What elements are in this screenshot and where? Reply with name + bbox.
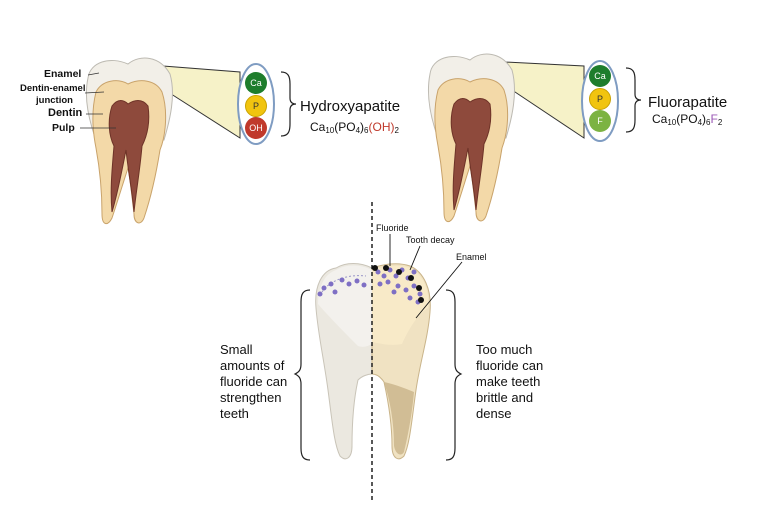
formula-sub: 2 [717,118,723,127]
label-dej-1: Dentin-enamel [20,83,86,94]
fluorapatite-title: Fluorapatite [648,94,728,111]
text-too-much: Too much fluoride can make teeth brittle… [476,342,544,421]
formula-part: (PO [334,120,356,134]
formula-part: Ca [652,112,668,126]
label-dentin: Dentin [48,107,83,119]
fluoride-dots-left [317,277,367,297]
ion-f-right: F [589,110,611,132]
text-small-amounts: Small amounts of fluoride can strengthen… [220,342,288,421]
formula-hydroxide: (OH) [368,120,395,134]
formula-sub: 10 [667,118,677,127]
ion-ca-left: Ca [245,72,267,94]
fluoride-dots-right [375,267,423,305]
hydroxyapatite-formula: Ca10(PO4)6(OH)2 [310,120,399,135]
ion-p-left: P [245,95,267,117]
ion-p-right: P [589,88,611,110]
label-enamel: Enamel [44,68,82,80]
formula-sub: 10 [325,126,335,135]
fluorapatite-formula: Ca10(PO4)6F2 [652,112,722,127]
ion-oh-left: OH [245,117,267,139]
tooth-top-right [427,53,585,222]
label-tooth-decay: Tooth decay [406,235,455,245]
label-dej-2: junction [36,95,73,106]
label-enamel-bottom: Enamel [456,252,487,262]
formula-sub: 4 [355,126,361,135]
formula-sub: 4 [697,118,703,127]
label-pulp: Pulp [52,122,75,134]
formula-sub: 6 [364,126,369,135]
formula-sub: 2 [394,126,399,135]
bracket-right [445,289,463,461]
formula-fluoride: F [710,112,718,126]
tooth-top-left [80,57,241,224]
bracket-left [293,289,311,461]
formula-part: ) [360,120,365,134]
formula-part: Ca [310,120,326,134]
ion-ca-right: Ca [589,65,611,87]
label-fluoride: Fluoride [376,223,409,233]
decay-dots [372,265,424,303]
hydroxyapatite-title: Hydroxyapatite [300,98,401,115]
formula-part: (PO [676,112,698,126]
bracket-fluorapatite [625,67,642,133]
formula-part: ) [702,112,707,126]
formula-sub: 6 [706,118,711,127]
bracket-hydroxyapatite [280,71,297,137]
